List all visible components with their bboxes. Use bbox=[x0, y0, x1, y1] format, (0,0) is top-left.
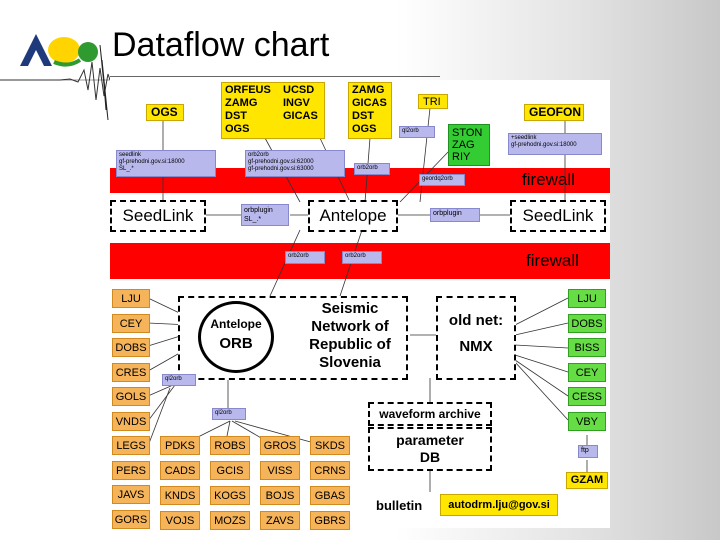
source-ogs: OGS bbox=[146, 104, 184, 121]
station-skds: SKDS bbox=[310, 436, 350, 455]
station-left-cey: CEY bbox=[112, 313, 150, 333]
station-pdks: PDKS bbox=[160, 436, 200, 455]
link-orb2orb-small: orb2orb bbox=[354, 163, 390, 175]
node-antelope-orb: Antelope ORB bbox=[198, 301, 274, 373]
link-ql2orb-top: ql2orb bbox=[399, 126, 435, 138]
source-zamg-group bbox=[348, 82, 392, 139]
node-old-net bbox=[436, 296, 516, 380]
node-antelope-mid: Antelope bbox=[308, 200, 398, 232]
source-tri: TRI bbox=[418, 94, 448, 109]
logo bbox=[20, 34, 98, 67]
node-waveform-archive: waveform archive bbox=[368, 402, 492, 426]
page-title: Dataflow chart bbox=[112, 26, 330, 64]
bulletin-label: bulletin bbox=[376, 498, 423, 513]
station-gros: GROS bbox=[260, 436, 300, 455]
station-gbrs: GBRS bbox=[310, 511, 350, 530]
station-left-dobs: DOBS bbox=[112, 338, 150, 357]
station-viss: VISS bbox=[260, 461, 300, 480]
station-gzam: GZAM bbox=[566, 472, 608, 489]
link-ql2orb-low1: ql2orb bbox=[162, 374, 196, 386]
link-orbplugin-right: orbplugin bbox=[430, 208, 480, 222]
station-left-gols: GOLS bbox=[112, 387, 150, 406]
firewall-label-bottom: firewall bbox=[526, 251, 579, 270]
station-left-vnds: VNDS bbox=[112, 411, 150, 431]
station-right-biss: BISS bbox=[568, 338, 606, 357]
station-kogs: KOGS bbox=[210, 486, 250, 505]
station-right-vby: VBY bbox=[568, 411, 606, 431]
link-ql2orb-low2: ql2orb bbox=[212, 408, 246, 420]
old-net-label: old net:NMX bbox=[448, 312, 504, 355]
title-underline bbox=[110, 76, 440, 77]
station-left-legs: LEGS bbox=[112, 436, 150, 455]
seismogram-trace bbox=[0, 61, 110, 101]
autodrm-email: autodrm.lju@gov.si bbox=[440, 494, 558, 516]
station-right-dobs: DOBS bbox=[568, 313, 606, 333]
link-geordq2orb: geordq2orb bbox=[419, 174, 465, 186]
link-ftp: ftp bbox=[578, 445, 598, 458]
station-knds: KNDS bbox=[160, 486, 200, 505]
station-left-javs: JAVS bbox=[112, 485, 150, 504]
firewall-label-top: firewall bbox=[522, 170, 575, 189]
station-right-cess: CESS bbox=[568, 387, 606, 406]
link-orb2orb-mid2: orb2orb bbox=[342, 251, 382, 264]
station-right-cey: CEY bbox=[568, 362, 606, 382]
station-crns: CRNS bbox=[310, 461, 350, 480]
station-vojs: VOJS bbox=[160, 511, 200, 530]
station-gbas: GBAS bbox=[310, 486, 350, 505]
station-right-lju: LJU bbox=[568, 289, 606, 308]
station-zavs: ZAVS bbox=[260, 511, 300, 530]
station-mozs: MOZS bbox=[210, 511, 250, 530]
source-orfeus-group bbox=[221, 82, 325, 139]
station-bojs: BOJS bbox=[260, 486, 300, 505]
source-geofon: GEOFON bbox=[524, 104, 584, 121]
station-left-pers: PERS bbox=[112, 460, 150, 480]
node-seedlink-right: SeedLink bbox=[510, 200, 606, 232]
station-left-gors: GORS bbox=[112, 509, 150, 529]
station-gcis: GCIS bbox=[210, 461, 250, 480]
logo-green-circle bbox=[78, 42, 98, 62]
node-seedlink-left: SeedLink bbox=[110, 200, 206, 232]
link-orb2orb-mid1: orb2orb bbox=[285, 251, 325, 264]
station-cads: CADS bbox=[160, 461, 200, 480]
station-left-cres: CRES bbox=[112, 362, 150, 382]
logo-yellow-blob bbox=[48, 37, 80, 63]
station-left-lju: LJU bbox=[112, 289, 150, 308]
station-robs: ROBS bbox=[210, 436, 250, 455]
seismogram-spike bbox=[99, 44, 109, 121]
